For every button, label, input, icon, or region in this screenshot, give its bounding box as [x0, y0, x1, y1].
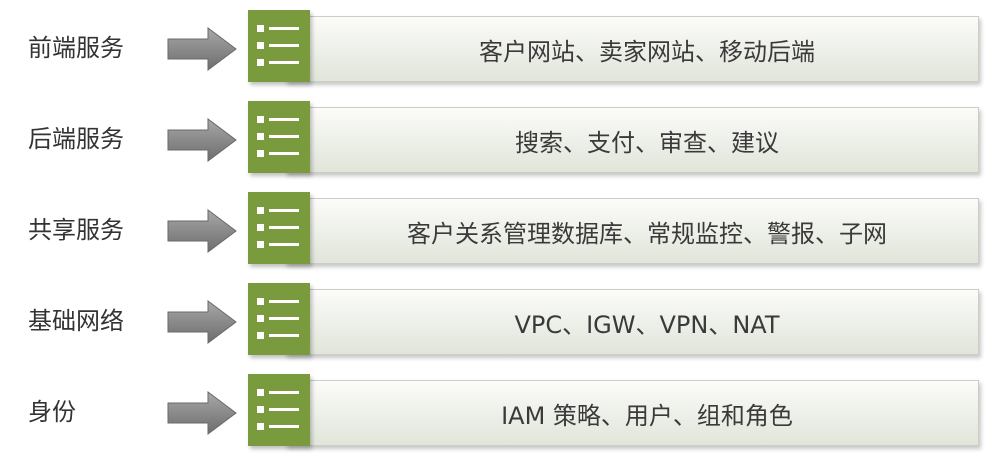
list-icon [248, 10, 310, 82]
arrow-right-icon [167, 209, 237, 253]
row-shared-services: 共享服务 客户关系管理数据库、常规监控、警报、子网 [0, 190, 1000, 270]
description-text: 搜索、支付、审查、建议 [515, 128, 779, 157]
row-identity: 身份 IAM 策略、用户、组和角色 [0, 372, 1000, 452]
description-banner: 客户网站、卖家网站、移动后端 [285, 16, 979, 82]
list-icon [248, 283, 310, 355]
description-banner: IAM 策略、用户、组和角色 [285, 380, 979, 446]
arrow-right-icon [167, 118, 237, 162]
row-label: 基础网络 [28, 307, 124, 335]
arrow-right-icon [167, 27, 237, 71]
row-label: 后端服务 [28, 125, 124, 153]
row-backend-services: 后端服务 搜索、支付、审查、建议 [0, 99, 1000, 179]
row-label: 共享服务 [28, 216, 124, 244]
list-icon [248, 101, 310, 173]
description-banner: VPC、IGW、VPN、NAT [285, 289, 979, 355]
row-label: 前端服务 [28, 34, 124, 62]
row-base-network: 基础网络 VPC、IGW、VPN、NAT [0, 281, 1000, 361]
description-banner: 客户关系管理数据库、常规监控、警报、子网 [285, 198, 979, 264]
list-icon [248, 192, 310, 264]
description-text: IAM 策略、用户、组和角色 [501, 401, 793, 430]
row-label: 身份 [28, 398, 76, 426]
arrow-right-icon [167, 391, 237, 435]
description-banner: 搜索、支付、审查、建议 [285, 107, 979, 173]
description-text: 客户关系管理数据库、常规监控、警报、子网 [407, 219, 887, 248]
row-frontend-services: 前端服务 客户网站、卖家网站、移动后端 [0, 8, 1000, 88]
arrow-right-icon [167, 300, 237, 344]
list-icon [248, 374, 310, 446]
description-text: VPC、IGW、VPN、NAT [514, 310, 780, 339]
description-text: 客户网站、卖家网站、移动后端 [479, 37, 815, 66]
